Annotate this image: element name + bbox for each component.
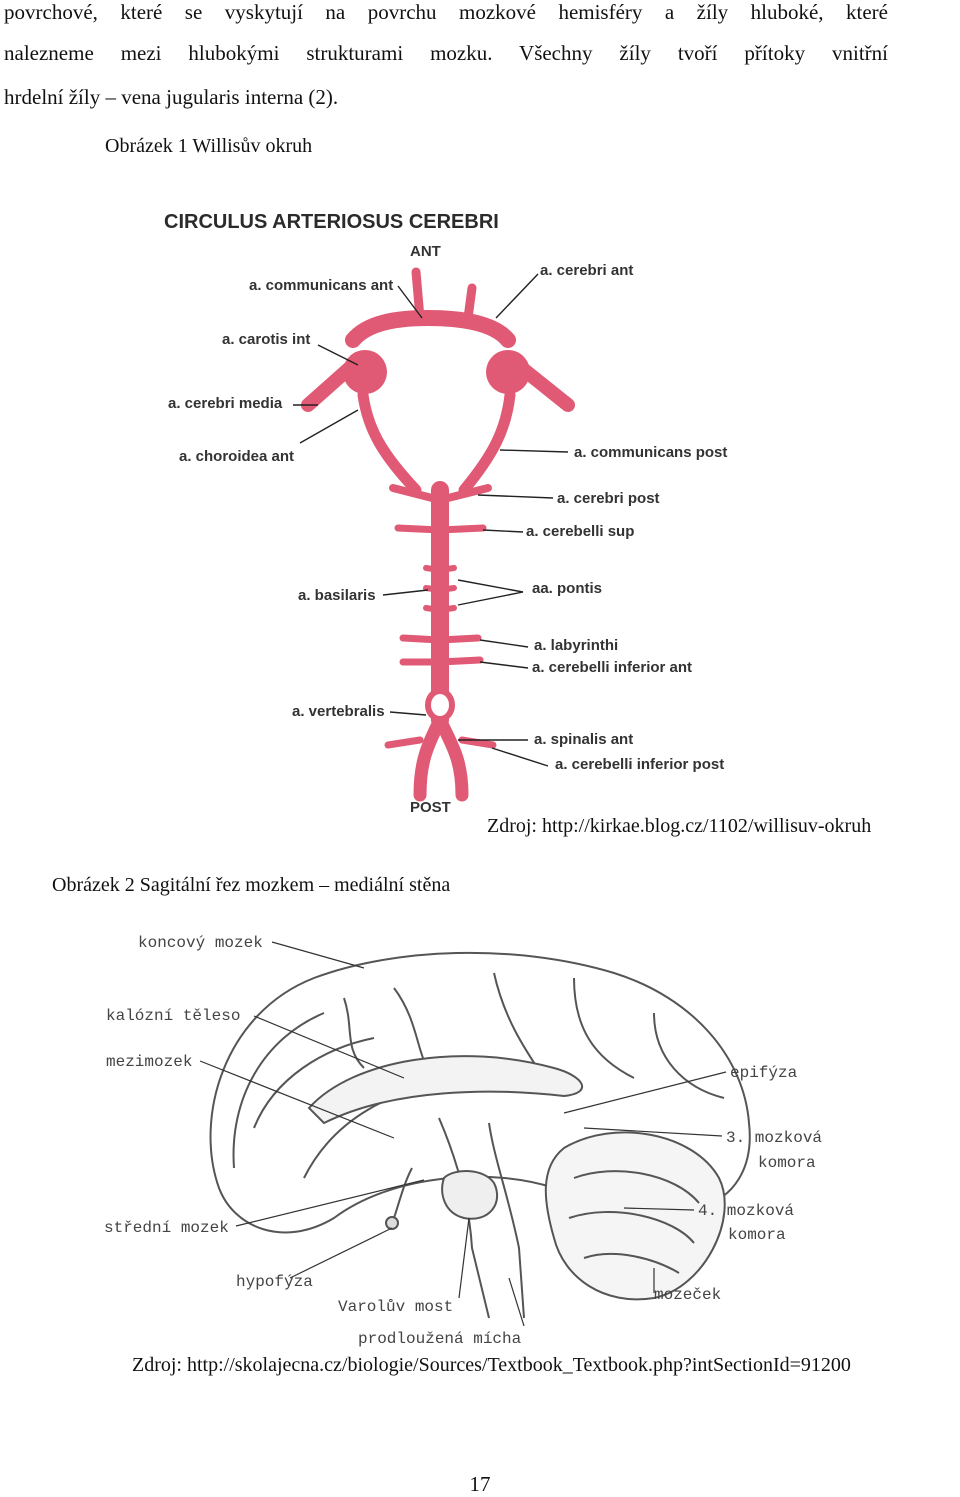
paragraph-line-1: povrchové, které se vyskytují na povrchu… [4, 0, 888, 24]
label-vertebralis: a. vertebralis [292, 703, 385, 720]
cerebri-post-right [436, 484, 492, 504]
label-epifyza: epifýza [730, 1064, 798, 1082]
circle-of-willis-figure: CIRCULUS ARTERIOSUS CEREBRI ANT POST [164, 211, 727, 816]
carotis-left [343, 350, 387, 394]
carotis-right [486, 350, 530, 394]
pontine-branches-right [437, 565, 457, 613]
label-pontis: aa. pontis [532, 580, 602, 597]
label-cerebri-ant: a. cerebri ant [540, 262, 633, 279]
labyrinthine-and-aica [399, 634, 484, 666]
figure1-source: Zdroj: http://kirkae.blog.cz/1102/willis… [487, 815, 872, 837]
label-varoluv-most: Varolův most [338, 1298, 453, 1316]
label-spinalis-ant: a. spinalis ant [534, 731, 633, 748]
label-ant: ANT [410, 243, 441, 260]
label-komora4-line1: 4. mozková [698, 1202, 794, 1220]
pointer-lines-2 [199, 941, 727, 1327]
page-number: 17 [469, 1472, 491, 1496]
cerebrum-outline [209, 951, 751, 1234]
label-mozecek: mozeček [654, 1286, 721, 1304]
figure1-caption: Obrázek 1 Willisův okruh [105, 135, 313, 157]
vertebral-right [433, 713, 469, 802]
hypophysis-stalk [393, 1167, 413, 1219]
label-carotis-int: a. carotis int [222, 331, 310, 348]
label-cerebri-post: a. cerebri post [557, 490, 660, 507]
label-prodlouzena-micha: prodloužená mícha [358, 1330, 522, 1348]
label-mezimozek: mezimozek [106, 1053, 192, 1071]
arteries [301, 267, 575, 802]
anterior-arc [345, 309, 516, 348]
communicans-post-left [357, 389, 422, 496]
label-kalozni-teleso: kalózní těleso [106, 1007, 240, 1025]
cerebri-ant-left [411, 267, 425, 323]
vertebral-junction [425, 688, 455, 722]
paragraph-line-2: nalezneme mezi hlubokými strukturami moz… [4, 41, 888, 65]
label-basilaris: a. basilaris [298, 587, 376, 604]
label-cerebelli-inferior-ant: a. cerebelli inferior ant [532, 659, 692, 676]
label-choroidea-ant: a. choroidea ant [179, 448, 294, 465]
label-cerebelli-sup: a. cerebelli sup [526, 523, 634, 540]
pointer-lines [293, 273, 569, 767]
diagram-title: CIRCULUS ARTERIOSUS CEREBRI [164, 211, 499, 233]
label-komora3-line2: komora [758, 1154, 816, 1172]
label-cerebri-media: a. cerebri media [168, 395, 283, 412]
label-koncovy-mozek: koncový mozek [138, 934, 263, 952]
brain-sagittal-figure: koncový mozek kalózní těleso mezimozek e… [104, 934, 822, 1348]
label-komora3-line1: 3. mozková [726, 1129, 822, 1147]
label-cerebelli-inferior-post: a. cerebelli inferior post [555, 756, 724, 773]
paragraph-line-3: hrdelní žíly – vena jugularis interna (2… [4, 85, 339, 109]
gyri-lines [232, 972, 725, 1179]
label-komora4-line2: komora [728, 1226, 786, 1244]
cerebri-ant-right [463, 283, 477, 323]
cerebelli-sup [394, 524, 487, 534]
figure2-source: Zdroj: http://skolajecna.cz/biologie/Sou… [132, 1354, 851, 1376]
label-communicans-ant: a. communicans ant [249, 277, 393, 294]
communicans-post-right [458, 389, 516, 496]
brain-outline [209, 951, 751, 1319]
label-post: POST [410, 799, 451, 816]
cerebri-post-left [389, 484, 444, 504]
label-hypofyza: hypofýza [236, 1273, 313, 1291]
label-stredni-mozek: střední mozek [104, 1219, 229, 1237]
corpus-callosum [307, 1055, 584, 1125]
vertebral-left [413, 713, 447, 802]
pica [384, 736, 497, 749]
hypophysis [385, 1216, 399, 1230]
cerebellum-folia [568, 1170, 700, 1274]
figure2-caption: Obrázek 2 Sagitální řez mozkem – mediáln… [52, 874, 451, 896]
label-communicans-post: a. communicans post [574, 444, 727, 461]
pons [441, 1170, 499, 1220]
label-labyrinthi: a. labyrinthi [534, 637, 618, 654]
